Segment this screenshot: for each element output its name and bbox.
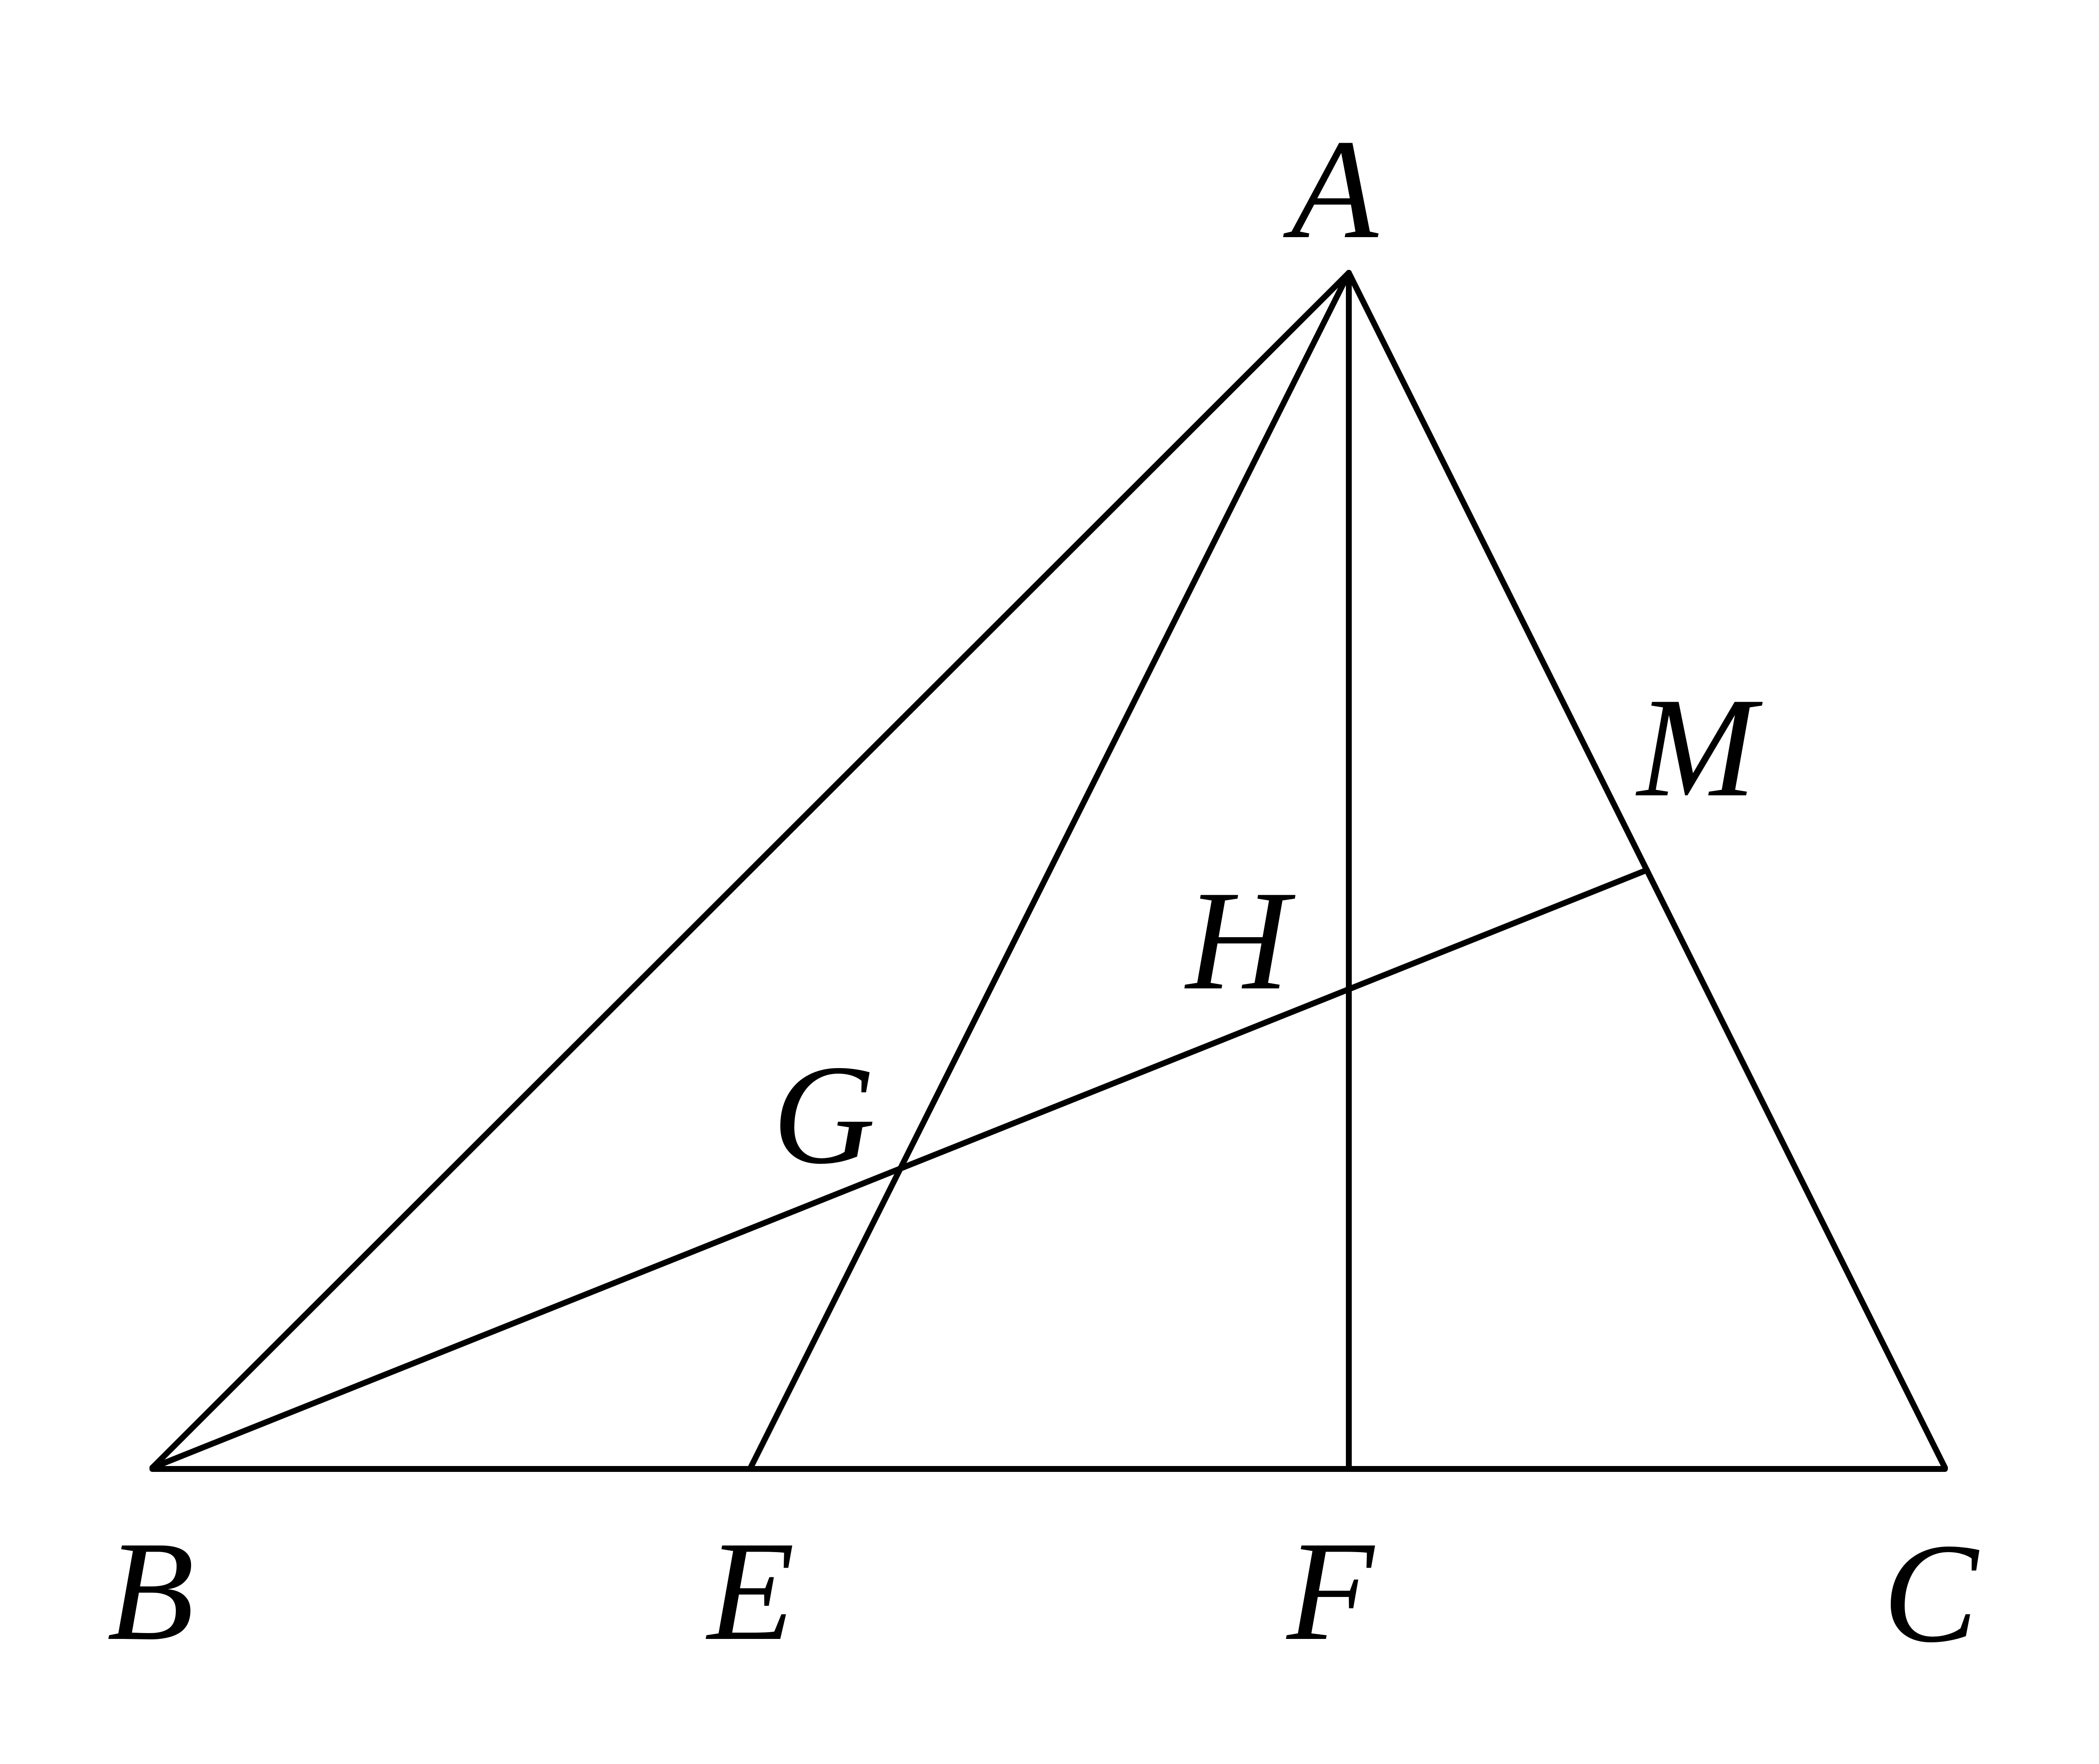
label-h: H [1184,861,1298,1019]
label-a: A [1282,110,1380,268]
label-c: C [1883,1514,1981,1672]
label-f: F [1285,1512,1376,1670]
label-g: G [772,1035,876,1194]
label-e: E [705,1512,795,1670]
label-m: M [1635,668,1764,826]
segment-ae [748,270,1352,1471]
label-b: B [107,1512,194,1670]
segment-ab [149,270,1352,1471]
segment-bm [149,867,1650,1471]
